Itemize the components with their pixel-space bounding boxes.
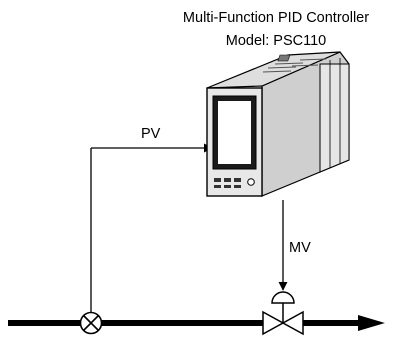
flow-arrow-icon	[358, 315, 385, 331]
controller-title: Multi-Function PID Controller	[183, 10, 369, 26]
pv-label: PV	[141, 126, 161, 142]
pid-controller-device	[206, 51, 350, 197]
circle-x-sensor-icon	[79, 311, 103, 335]
controller-model: Model: PSC110	[226, 33, 326, 49]
process-pipe	[8, 315, 385, 331]
control-valve-icon	[262, 291, 304, 336]
mv-label: MV	[289, 240, 311, 256]
pv-signal-line	[90, 143, 213, 312]
